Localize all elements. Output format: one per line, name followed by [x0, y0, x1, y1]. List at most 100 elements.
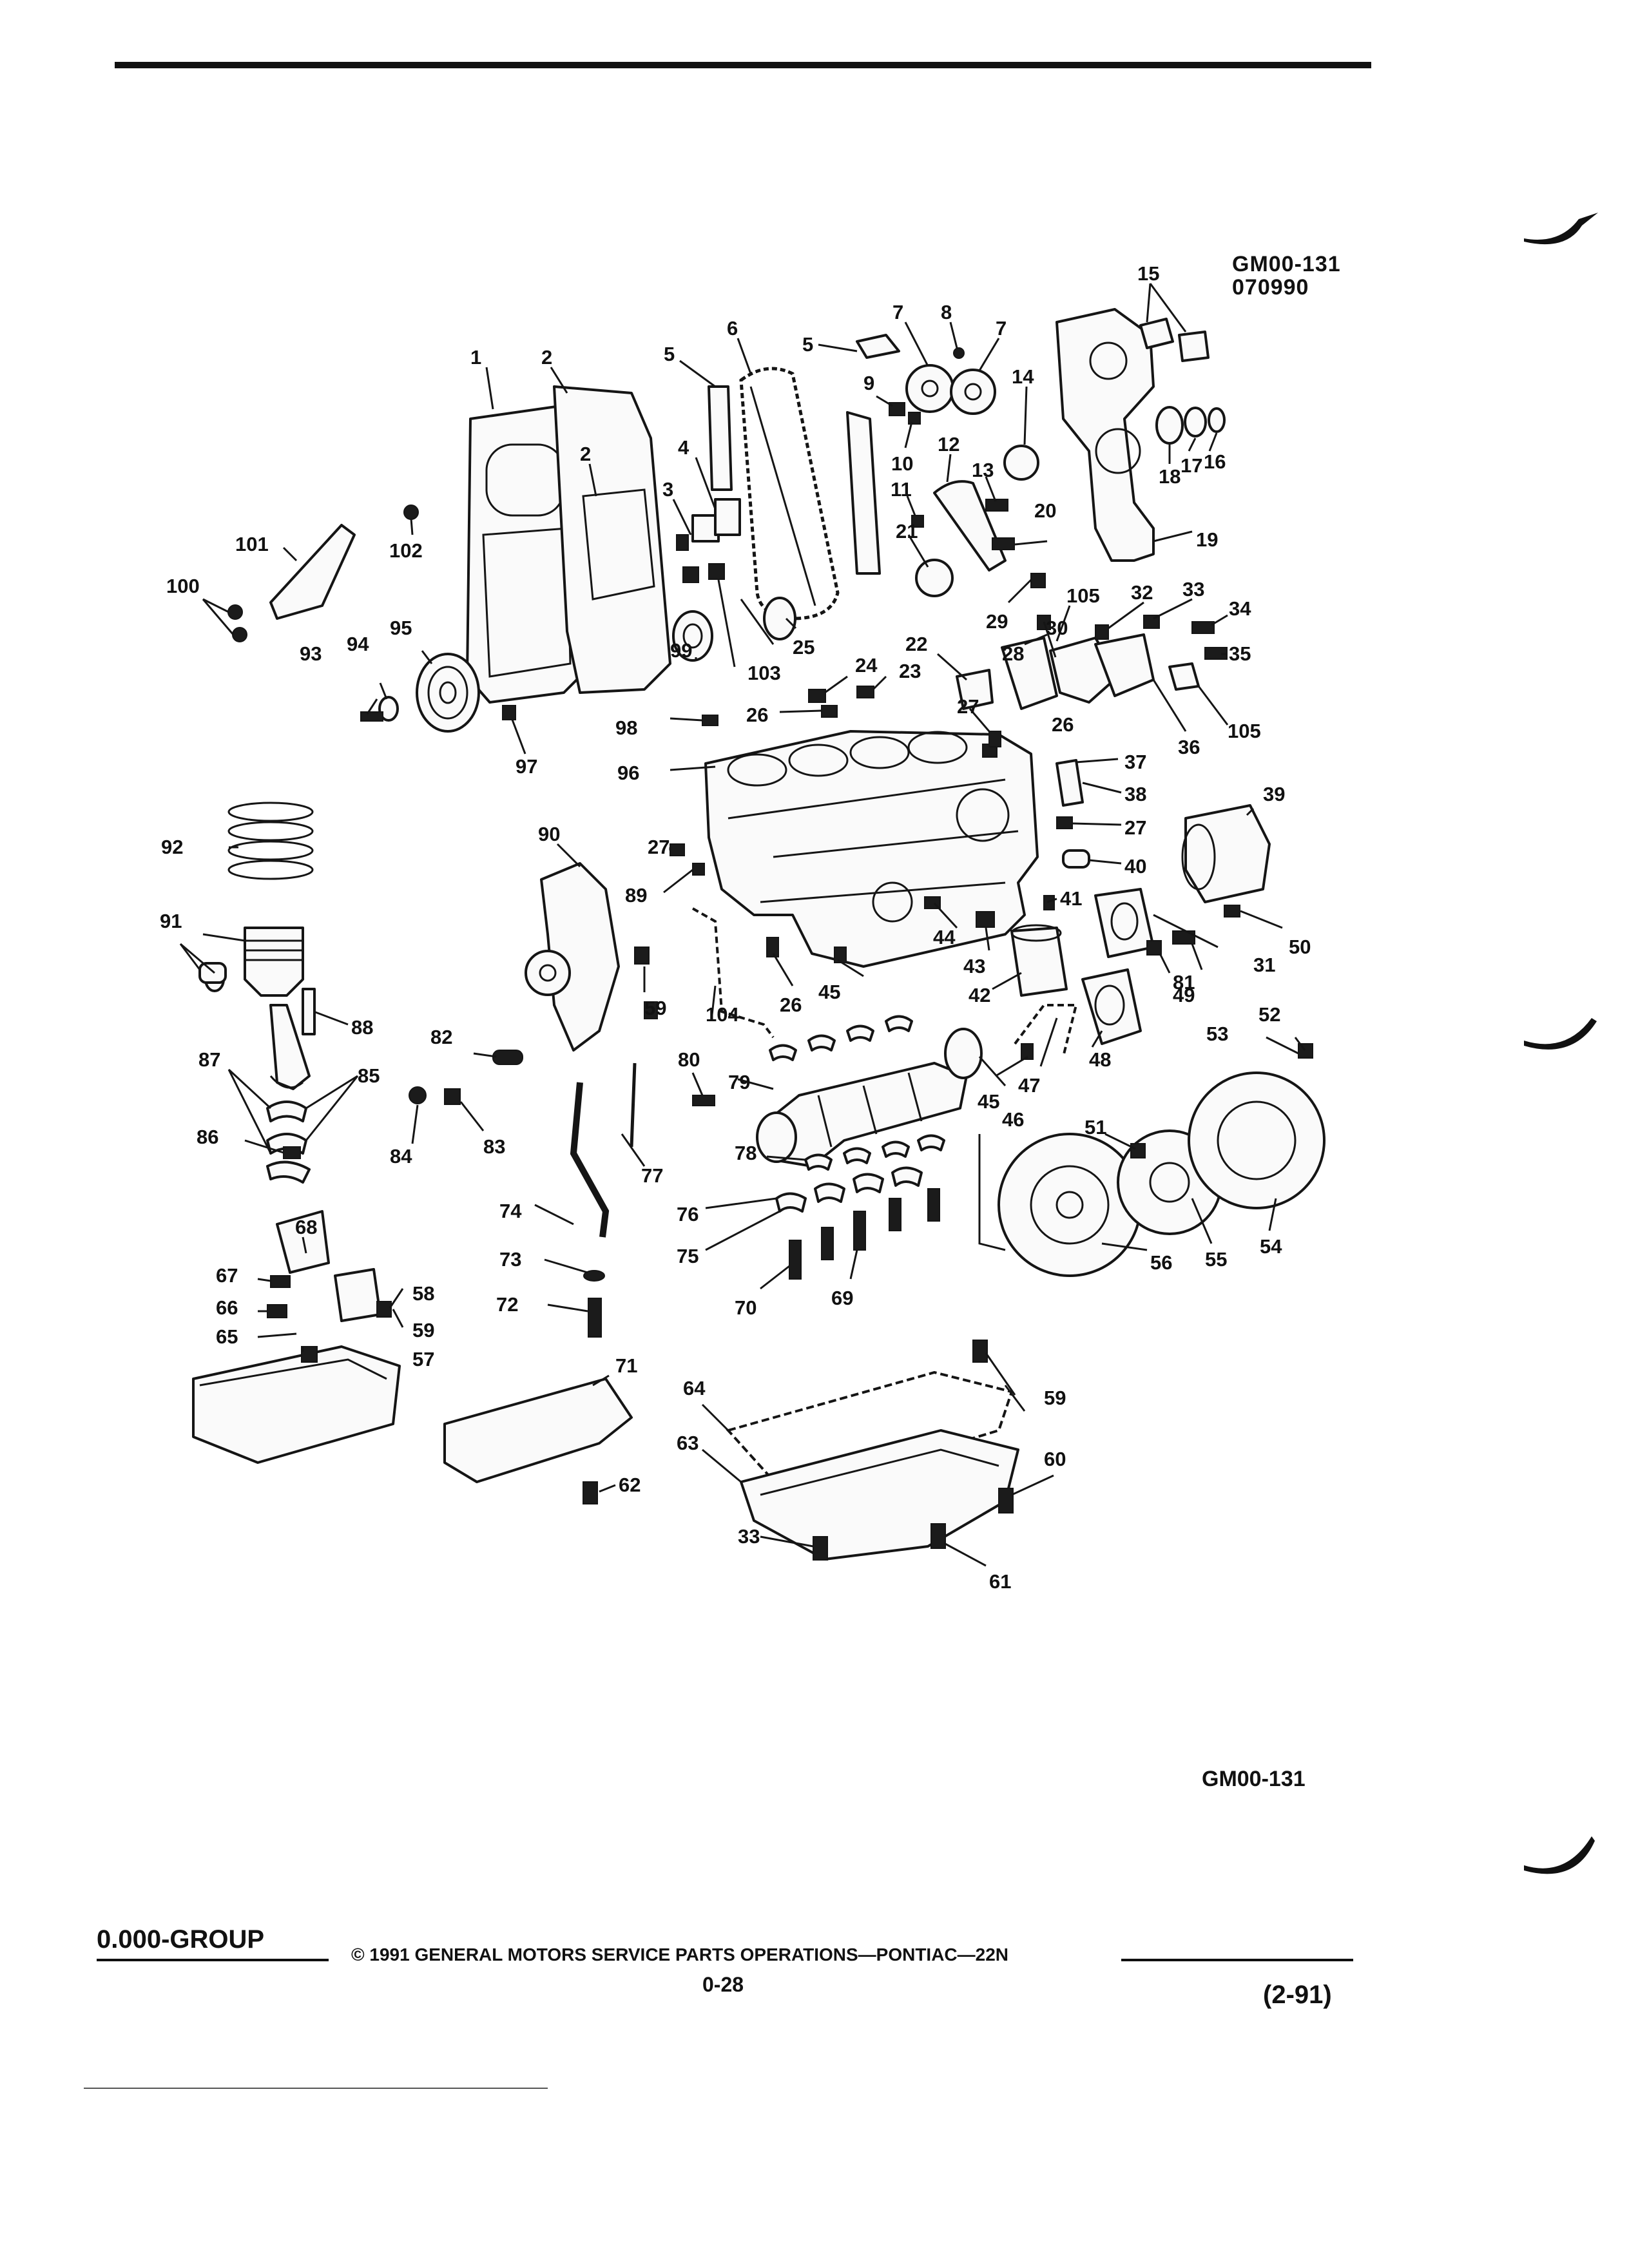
rod-bearing-upper-part: [266, 1100, 307, 1122]
callout-26-2: 26: [1052, 713, 1074, 736]
main-bearings-part: [769, 1015, 945, 1171]
bracket-101-part: [269, 524, 356, 620]
callout-3: 3: [662, 478, 673, 501]
pressure-plate-part: [1188, 1072, 1325, 1209]
piston-part: [244, 927, 304, 997]
crank-pulley-part: [416, 653, 480, 733]
callout-103: 103: [747, 662, 781, 684]
bore-2: [788, 744, 849, 777]
callout-30: 30: [1046, 617, 1068, 639]
footer-revision: (2-91): [1263, 1981, 1332, 2009]
tensioner-body-part: [714, 498, 741, 536]
bolt-93: [360, 711, 383, 722]
flywheel-bracket-line: [978, 1134, 1006, 1251]
washer-10: [908, 412, 921, 425]
guide-bolt-part: [856, 334, 900, 359]
bolt-13: [985, 499, 1008, 512]
main-caps-part: [775, 1166, 923, 1213]
callout-77: 77: [641, 1164, 663, 1187]
callout-84: 84: [390, 1145, 412, 1168]
callout-20: 20: [1034, 499, 1056, 522]
bolt-100b: [232, 627, 247, 642]
callout-83: 83: [483, 1135, 505, 1158]
callout-9: 9: [863, 372, 874, 394]
callout-95: 95: [390, 617, 412, 639]
callout-34: 34: [1229, 597, 1251, 620]
callout-90: 90: [538, 823, 560, 845]
cap-left-part: [1139, 318, 1174, 349]
callout-59-2: 59: [412, 1319, 434, 1341]
cylinder-block-part: [704, 730, 1039, 968]
timing-cover-inner: [582, 488, 655, 601]
nipple-43: [976, 911, 995, 928]
callout-39: 39: [1263, 783, 1285, 805]
oil-filter-top: [1010, 924, 1062, 942]
scan-mark-2: [1524, 1018, 1597, 1050]
bolt-61: [930, 1523, 946, 1549]
bore-4: [907, 731, 968, 764]
callout-13: 13: [972, 459, 994, 481]
callout-85: 85: [358, 1064, 380, 1087]
callout-6: 6: [727, 317, 738, 340]
seal-18-part: [1155, 406, 1184, 445]
callout-100: 100: [166, 575, 200, 597]
dipstick-tube-part: [570, 1082, 610, 1238]
callout-15: 15: [1137, 262, 1159, 285]
oil-pump-screen-part: [334, 1268, 381, 1322]
bolt-34: [1191, 621, 1215, 634]
rear-main-seal-part: [944, 1028, 983, 1079]
seal-17-part: [1184, 407, 1207, 437]
bolt-50: [1224, 905, 1240, 918]
bolt-60: [998, 1488, 1014, 1514]
plug-26c: [766, 937, 779, 957]
callout-72: 72: [496, 1293, 518, 1316]
callout-67: 67: [216, 1264, 238, 1287]
callout-12: 12: [938, 433, 959, 456]
callout-65: 65: [216, 1325, 238, 1348]
piston-rings-part: [227, 802, 314, 880]
filter-adapter-part: [1094, 888, 1155, 958]
footer-rule-right: [1121, 1959, 1353, 1961]
callout-78: 78: [735, 1142, 757, 1164]
bolt-24: [808, 689, 826, 703]
callout-42: 42: [969, 984, 990, 1006]
scan-mark-1: [1524, 213, 1598, 245]
callout-23: 23: [899, 660, 921, 682]
gasket-105-part: [1168, 662, 1200, 691]
timing-cover-part: [553, 385, 671, 694]
footer-page-number: 0-28: [702, 1973, 744, 1996]
callout-43: 43: [963, 955, 985, 977]
bolt-59d: [376, 1301, 392, 1318]
callout-79: 79: [728, 1071, 750, 1093]
bore-1: [727, 753, 787, 787]
callout-47: 47: [1018, 1074, 1040, 1097]
callout-87: 87: [198, 1048, 220, 1071]
callout-105-2: 105: [1228, 720, 1261, 742]
callout-2-1: 2: [541, 346, 552, 369]
callout-48: 48: [1089, 1048, 1111, 1071]
callout-31: 31: [1253, 954, 1275, 976]
seal-housing-bore: [1094, 985, 1125, 1026]
crank-seal-part: [672, 610, 713, 662]
callout-28: 28: [1002, 642, 1024, 665]
rod-big-end: [269, 1075, 304, 1089]
callout-88: 88: [351, 1016, 373, 1039]
plug-26a: [821, 705, 838, 718]
filter-adapter-port: [1110, 902, 1139, 941]
callout-91: 91: [160, 910, 182, 932]
washer-25-part: [763, 597, 796, 640]
sprocket-bolt-part: [953, 347, 965, 359]
callout-45-2: 45: [978, 1090, 999, 1113]
callout-44: 44: [933, 926, 956, 948]
callout-4: 4: [678, 436, 689, 459]
callout-105-1: 105: [1066, 584, 1100, 607]
callout-58: 58: [412, 1282, 434, 1305]
pin-80: [692, 1095, 715, 1106]
bolt-20: [992, 537, 1015, 550]
callout-56: 56: [1150, 1251, 1172, 1274]
rod-bolt-part: [302, 988, 316, 1035]
callout-25: 25: [793, 636, 815, 658]
callout-11: 11: [891, 478, 912, 501]
